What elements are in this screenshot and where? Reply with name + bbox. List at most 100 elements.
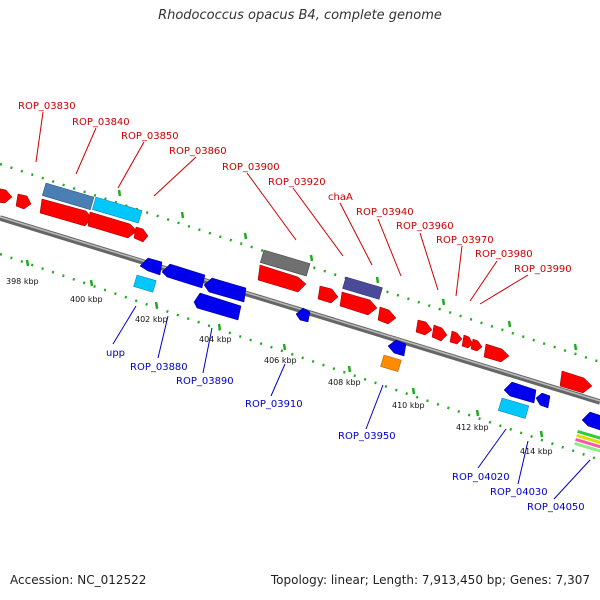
forward-label-leader bbox=[246, 172, 297, 241]
gene-block-cyan[interactable] bbox=[497, 397, 530, 419]
upper-major-tick bbox=[507, 320, 512, 328]
forward-gene-label[interactable]: ROP_03850 bbox=[121, 131, 179, 142]
upper-major-tick bbox=[441, 298, 446, 306]
gene-arrow-reverse[interactable] bbox=[581, 411, 600, 431]
lower-major-tick bbox=[347, 365, 352, 373]
scale-label: 412 kbp bbox=[456, 423, 489, 432]
scale-label: 398 kbp bbox=[6, 277, 39, 286]
forward-label-leader bbox=[339, 202, 373, 266]
reverse-gene-label[interactable]: ROP_03890 bbox=[176, 376, 234, 387]
gene-arrow-reverse[interactable] bbox=[139, 257, 163, 276]
upper-major-tick bbox=[180, 211, 185, 219]
gene-stack-lightgreen[interactable] bbox=[574, 442, 600, 454]
gene-arrow-reverse[interactable] bbox=[295, 307, 311, 323]
forward-label-leader bbox=[419, 232, 439, 291]
forward-label-leader bbox=[153, 156, 197, 197]
gene-block-cyan[interactable] bbox=[133, 274, 157, 293]
lower-major-tick bbox=[89, 279, 94, 287]
scale-label: 404 kbp bbox=[199, 335, 232, 344]
gene-arrow-forward[interactable] bbox=[415, 319, 433, 336]
genome-summary: Topology: linear; Length: 7,913,450 bp; … bbox=[270, 573, 590, 587]
forward-label-leader bbox=[377, 218, 402, 277]
upper-major-tick bbox=[573, 343, 578, 351]
gene-stack-green[interactable] bbox=[577, 430, 600, 442]
forward-gene-label[interactable]: ROP_03970 bbox=[436, 235, 494, 246]
gene-block-cyan[interactable] bbox=[91, 196, 143, 224]
reverse-label-leader bbox=[202, 327, 213, 374]
scale-label: 410 kbp bbox=[392, 401, 425, 410]
reverse-gene-label[interactable]: ROP_04050 bbox=[527, 502, 585, 513]
reverse-label-leader bbox=[477, 428, 507, 469]
gene-arrow-forward[interactable] bbox=[257, 264, 307, 293]
reverse-label-leader bbox=[270, 363, 286, 397]
forward-gene-label[interactable]: ROP_03900 bbox=[222, 162, 280, 173]
reverse-gene-label[interactable]: ROP_04030 bbox=[490, 487, 548, 498]
gene-stack-yellow[interactable] bbox=[576, 434, 600, 446]
gene-arrow-forward[interactable] bbox=[431, 324, 448, 342]
gene-arrow-forward[interactable] bbox=[317, 285, 339, 304]
gene-arrow-reverse[interactable] bbox=[193, 292, 242, 321]
scale-label: 400 kbp bbox=[70, 295, 103, 304]
accession-label: Accession: NC_012522 bbox=[10, 573, 147, 587]
forward-gene-label[interactable]: ROP_03960 bbox=[396, 221, 454, 232]
scale-label: 414 kbp bbox=[520, 447, 553, 456]
scale-label: 406 kbp bbox=[264, 356, 297, 365]
gene-arrow-reverse[interactable] bbox=[161, 263, 206, 289]
gene-arrow-forward[interactable] bbox=[87, 211, 138, 239]
forward-gene-label[interactable]: ROP_03830 bbox=[18, 101, 76, 112]
gene-arrow-forward[interactable] bbox=[461, 334, 474, 349]
scale-label: 408 kbp bbox=[328, 378, 361, 387]
gene-arrow-forward[interactable] bbox=[133, 226, 149, 243]
lower-major-tick bbox=[411, 387, 416, 395]
gene-arrow-forward[interactable] bbox=[339, 291, 378, 316]
forward-gene-label[interactable]: ROP_03840 bbox=[72, 117, 130, 128]
reverse-label-leader bbox=[365, 384, 384, 430]
forward-label-leader bbox=[469, 260, 498, 302]
lower-major-tick bbox=[475, 409, 480, 417]
forward-label-leader bbox=[455, 245, 463, 297]
gene-stack-pink[interactable] bbox=[575, 438, 600, 450]
gene-arrow-forward[interactable] bbox=[449, 330, 463, 345]
gene-block-gray[interactable] bbox=[259, 249, 311, 277]
gene-arrow-forward[interactable] bbox=[0, 188, 13, 204]
forward-gene-label[interactable]: ROP_03990 bbox=[514, 264, 572, 275]
gene-arrow-reverse[interactable] bbox=[535, 392, 551, 409]
forward-gene-label[interactable]: chaA bbox=[328, 192, 353, 203]
lower-major-tick bbox=[25, 259, 30, 267]
gene-arrow-forward[interactable] bbox=[470, 338, 483, 352]
genome-backbone bbox=[0, 215, 600, 405]
genome-backbone-highlight bbox=[0, 216, 600, 402]
scale-label: 402 kbp bbox=[135, 315, 168, 324]
upper-major-tick bbox=[375, 276, 380, 284]
gene-block-orange[interactable] bbox=[380, 354, 402, 372]
gene-block-steelblue[interactable] bbox=[41, 182, 95, 210]
reverse-label-leader bbox=[157, 315, 169, 359]
reverse-gene-label[interactable]: upp bbox=[106, 348, 125, 359]
forward-gene-label[interactable]: ROP_03920 bbox=[268, 177, 326, 188]
forward-label-leader bbox=[35, 111, 44, 163]
lower-major-tick bbox=[217, 323, 222, 331]
gene-block-purple[interactable] bbox=[342, 276, 383, 300]
gene-arrow-forward[interactable] bbox=[377, 306, 397, 325]
lower-tick-track bbox=[0, 252, 600, 462]
gene-arrow-reverse[interactable] bbox=[387, 339, 407, 357]
lower-major-tick bbox=[154, 301, 159, 309]
reverse-label-leader bbox=[112, 305, 137, 345]
reverse-gene-label[interactable]: ROP_03880 bbox=[130, 362, 188, 373]
reverse-gene-label[interactable]: ROP_04020 bbox=[452, 472, 510, 483]
reverse-gene-label[interactable]: ROP_03950 bbox=[338, 431, 396, 442]
forward-gene-label[interactable]: ROP_03860 bbox=[169, 146, 227, 157]
gene-arrow-forward[interactable] bbox=[559, 370, 593, 394]
reverse-label-leader bbox=[517, 440, 529, 485]
gene-arrow-reverse[interactable] bbox=[203, 277, 247, 303]
reverse-gene-label[interactable]: ROP_03910 bbox=[245, 399, 303, 410]
gene-arrow-forward[interactable] bbox=[15, 193, 32, 210]
forward-gene-label[interactable]: ROP_03940 bbox=[356, 207, 414, 218]
lower-major-tick bbox=[539, 430, 544, 438]
gene-arrow-forward[interactable] bbox=[483, 343, 510, 363]
forward-label-leader bbox=[479, 274, 529, 305]
gene-arrow-reverse[interactable] bbox=[503, 381, 537, 404]
forward-gene-label[interactable]: ROP_03980 bbox=[475, 249, 533, 260]
